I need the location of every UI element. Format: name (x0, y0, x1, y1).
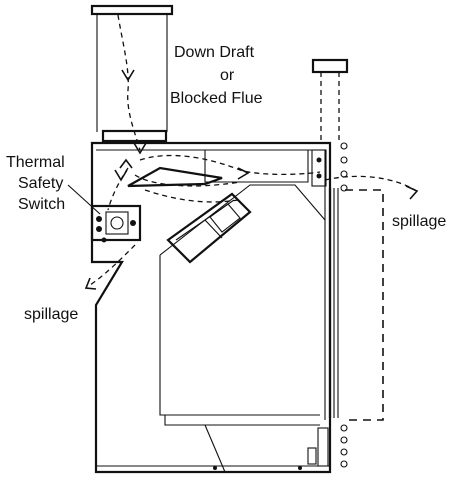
thermal-switch-box (90, 204, 142, 243)
rear-vent-outlet (311, 58, 349, 140)
firebox-body (90, 141, 332, 474)
downdraft-arrow (117, 14, 147, 155)
spillage-left-arrow (84, 244, 136, 290)
spillage-right-arrow (324, 175, 419, 200)
thermal-switch-label-line3: Switch (18, 196, 65, 213)
down-draft-label-line1: Down Draft (174, 44, 255, 61)
spillage-label-left: spillage (24, 306, 78, 323)
baffle-plate (127, 166, 223, 188)
thermal-switch-label-line2: Safety (18, 175, 63, 192)
burner-assembly (166, 192, 252, 264)
spillage-label-right: spillage (392, 213, 446, 230)
down-draft-label-line2: or (220, 67, 235, 84)
thermal-switch-label-line1: Thermal (6, 154, 65, 171)
door-latches (307, 142, 348, 468)
down-draft-label-line3: Blocked Flue (170, 90, 263, 107)
internal-flow-arrows (107, 154, 321, 211)
return-air-loop (345, 189, 384, 421)
thermal-switch-leader (67, 184, 101, 215)
glass-door-frame (328, 188, 339, 418)
